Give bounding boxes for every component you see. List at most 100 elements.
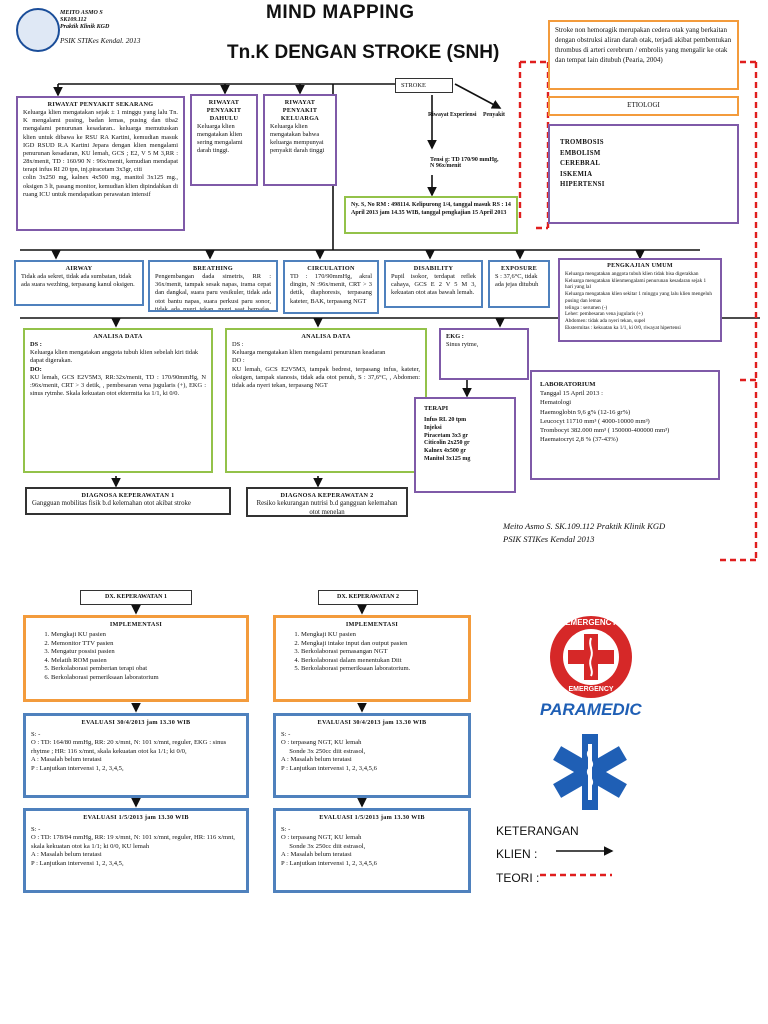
pengkajian-line: Ekstermitas : kekuatan ka 1/1, ki 0/0, r… [565,324,681,331]
patient-id-box: Ny. S, No RM : 498114. Kelipurong 1/4, t… [344,196,518,234]
evaluasi-line: A : Masalah belum teratasi [281,756,352,764]
page-subtitle: Tn.K DENGAN STROKE (SNH) [227,42,500,63]
legend-klien-label: KLIEN : [496,847,538,862]
ekg-title: EKG : [446,333,464,340]
terapi-line: Manitol 3x125 mg [424,455,471,462]
author-block: MEITO ASMO S SK109.112 Praktik Klinik KG… [60,10,109,31]
pengkajian-line: Keluarga mengatakan anggota tubuh klien … [565,270,699,277]
diagnosa-1-title: DIAGNOSA KEPERAWATAN 1 [81,492,175,499]
pengkajian-line: Keluarga mengatakan klien sekitar 1 ming… [565,291,712,304]
analisa-1-do: KU lemah, GCS E2V5M3, RR:32x/menit, TD :… [30,373,206,398]
dx-2-label: DX. KEPERAWATAN 2 [318,590,418,605]
evaluasi-line: S: - [31,730,41,738]
lab-line: Leucocyt 11710 mm³ ( 4000-10000 mm³) [540,417,650,425]
etiologi-item: CEREBRAL [560,160,601,168]
lab-line: Trombocyt 382.000 mm³ ( 150000-400000 mm… [540,427,670,435]
implementasi-item: Berkolaborasi dalam menentukan Diit [301,657,463,666]
terapi-title: TERAPI [424,405,449,412]
implementasi-2-box: IMPLEMENTASI Mengkaji KU pasien Mengkaji… [273,615,471,702]
riwayat-dahulu-box: RIWAYAT PENYAKIT DAHULU Keluarga klien m… [190,94,258,186]
org-label: PSIK STIKes Kendal. 2013 [60,36,141,45]
evaluasi-2b-title: EVALUASI 1/5/2013 jam 13.30 WIB [319,814,425,821]
diagnosa-2-title: DIAGNOSA KEPERAWATAN 2 [280,492,374,499]
evaluasi-line: O : TD: 178/84 mmHg, RR: 19 x/mnt, N: 10… [31,834,235,850]
laboratorium-box: LABORATORIUM Tanggal 15 April 2013 : Hem… [530,370,720,480]
evaluasi-line: O : terpasang NGT, KU lemah [281,834,362,842]
implementasi-1-box: IMPLEMENTASI Mengkaji KU pasien Memonito… [23,615,249,702]
diagnosa-2-box: DIAGNOSA KEPERAWATAN 2 Resiko kekurangan… [246,487,408,517]
evaluasi-line: O : terpasang NGT, KU lemah [281,739,362,747]
circulation-title: CIRCULATION [307,265,355,272]
diagnosa-2-text: Resiko kekurangan nutrisi b.d gangguan k… [256,499,398,516]
riwayat-experiensi-left: Riwayat Experiensi [428,112,477,118]
diagnosa-1-box: DIAGNOSA KEPERAWATAN 1 Gangguan mobilita… [25,487,231,515]
legend: KETERANGAN KLIEN : TEORI : [496,820,579,890]
analisa-2-do: KU lemah, GCS E2V5M3, tampak bedrest, te… [232,365,420,389]
analisa-1-title: ANALISA DATA [93,333,143,340]
exposure-title: EXPOSURE [500,265,538,272]
definition-box: Stroke non hemoragik merupakan cedera ot… [548,20,739,90]
breathing-title: BREATHING [192,265,234,272]
evaluasi-2b-box: EVALUASI 1/5/2013 jam 13.30 WIB S: - O :… [273,808,471,893]
implementasi-item: Memonitor TTV pasien [51,640,241,649]
pengkajian-umum-box: PENGKAJIAN UMUM Keluarga mengatakan angg… [558,258,722,342]
evaluasi-line: S: - [31,825,41,833]
vitals-pre: Tensi g: TD 170/90 mmHg, N 96x/menit [430,157,540,169]
vitals-line: N 96x/menit [430,163,462,169]
emergency-logo-icon [550,616,632,698]
etiologi-item: ISKEMIA [560,170,593,178]
disability-text: Pupil isokor, terdapat reflek cahaya, GC… [391,272,476,297]
analisa-data-2-box: ANALISA DATA DS : Keluarga mengatakan kl… [225,328,427,473]
riwayat-dahulu-text: Keluarga klien mengatakan klien sering m… [197,122,243,155]
airway-title: AIRWAY [65,265,93,272]
disability-title: DISABILITY [413,265,454,272]
implementasi-2-title: IMPLEMENTASI [345,621,399,628]
terapi-line: Citicolin 2x250 gr [424,440,470,447]
breathing-text: Pengembangan dada simetris, RR : 36x/men… [155,272,271,312]
disability-box: DISABILITY Pupil isokor, terdapat reflek… [384,260,483,308]
evaluasi-2a-box: EVALUASI 30/4/2013 jam 13.30 WIB S: - O … [273,713,471,798]
riwayat-dahulu-title: RIWAYAT PENYAKIT DAHULU [206,99,242,122]
exposure-text: S : 37,6°C, tidak ada jejas ditubuh [495,272,539,289]
terapi-line: Injeksi [424,424,442,431]
implementasi-item: Berkolaborasi pemberian terapi obat [51,665,241,674]
evaluasi-line: A : Masalah belum teratasi [31,756,102,764]
implementasi-item: Mengkaji KU pasien [51,631,241,640]
riwayat-keluarga-text: Keluarga klien mengatakan bahwa keluarga… [270,122,325,155]
dx-1-label: DX. KEPERAWATAN 1 [80,590,192,605]
airway-text: Tidak ada sekret, tidak ada sumbatan, ti… [21,272,135,289]
evaluasi-1a-box: EVALUASI 30/4/2013 jam 13.30 WIB S: - O … [23,713,249,798]
evaluasi-line: S: - [281,730,291,738]
legend-teori-label: TEORI : [496,870,540,885]
lab-title: LABORATORIUM [540,381,596,388]
etiologi-header: ETIOLOGI [548,96,739,116]
evaluasi-line: Sonde 3x 250cc diit estrasol, [281,747,366,755]
analisa-2-title: ANALISA DATA [301,333,351,340]
breathing-box: BREATHING Pengembangan dada simetris, RR… [148,260,278,312]
paramedic-text: PARAMEDIC [540,700,642,719]
riwayat-keluarga-box: RIWAYAT PENYAKIT KELUARGA Keluarga klien… [263,94,337,186]
etiologi-list: TROMBOSIS EMBOLISM CEREBRAL ISKEMIA HIPE… [548,124,739,224]
riwayat-sekarang-text: colin 3x250 mg, kalnex 4x500 mg, manitol… [23,174,178,198]
ekg-box: EKG : Sinus rytme, [439,328,529,380]
analisa-2-ds: Keluarga mengatakan klien mengalami penu… [232,349,386,357]
analisa-1-do-label: DO: [30,365,42,373]
vitals-line: Tensi g: TD 170/90 mmHg, [430,157,499,163]
evaluasi-1a-title: EVALUASI 30/4/2013 jam 13.30 WIB [81,719,191,726]
ekg-text: Sinus rytme, [446,341,479,349]
institution-logo-icon [16,8,60,52]
analisa-2-do-label: DO : [232,357,245,365]
etiologi-item: TROMBOSIS [560,139,604,146]
lab-line: Haematocryt 2,8 % (37-43%) [540,436,618,444]
pengkajian-umum-title: PENGKAJIAN UMUM [607,263,673,269]
implementasi-item: Berkolaborasi pemasangan NGT [301,648,463,657]
terapi-box: TERAPI Infus RL 20 tpm Injeksi Piracetam… [414,397,516,493]
star-of-life-icon [553,734,627,810]
evaluasi-line: A : Masalah belum teratasi [31,851,102,859]
analisa-data-1-box: ANALISA DATA DS : Keluarga klien mengata… [23,328,213,473]
implementasi-item: Berkolaborasi pemeriksaan laboratorium [51,674,241,683]
evaluasi-line: S: - [281,825,291,833]
implementasi-item: Mengatur possisi pasien [51,648,241,657]
author-course: Praktik Klinik KGD [60,23,110,30]
emergency-text-bottom: EMERGENCY [568,686,614,693]
